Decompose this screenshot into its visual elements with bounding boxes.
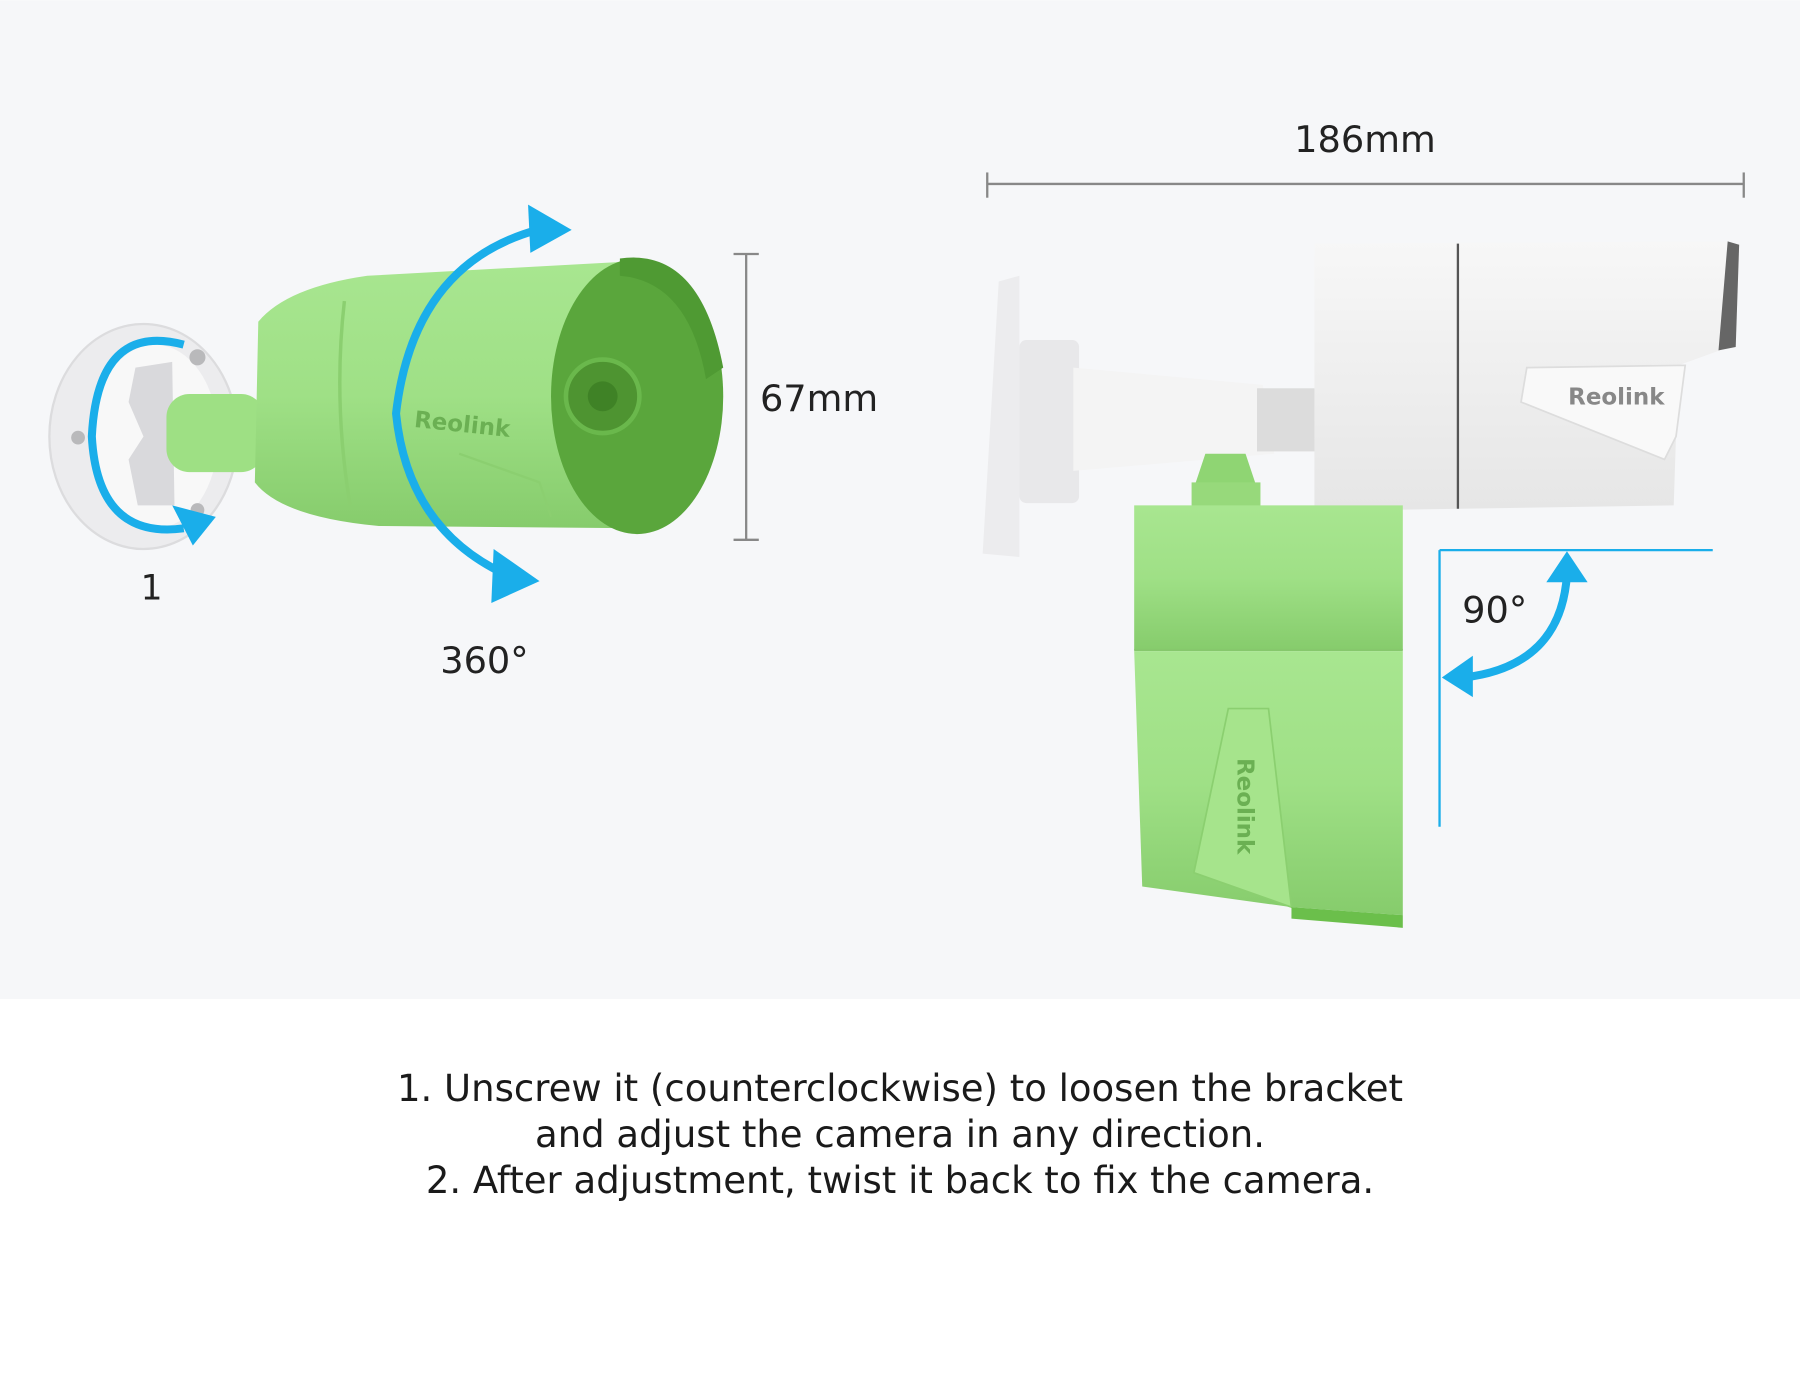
camera-hood-edge — [1718, 241, 1740, 351]
front-view-camera: Reolink 67mm 1 360° — [48, 204, 878, 682]
screw — [71, 430, 85, 445]
screw — [189, 349, 206, 366]
lens-center — [587, 381, 618, 412]
caption-line-3: 2. After adjustment, twist it back to fi… — [425, 1159, 1375, 1202]
length-label: 186mm — [1294, 118, 1436, 161]
brand-logo: Reolink — [1568, 384, 1665, 410]
arrow-head — [491, 548, 540, 603]
body-bottom-edge — [1291, 907, 1403, 928]
brand-logo: Reolink — [1232, 758, 1258, 855]
instructions-caption: 1. Unscrew it (counterclockwise) to loos… — [0, 1066, 1800, 1204]
green-joint — [1193, 453, 1258, 489]
green-arm — [166, 394, 265, 473]
arm-joint — [1257, 388, 1321, 452]
counterclockwise-arrow — [87, 336, 185, 534]
bracket-nut — [128, 361, 175, 506]
arrow-head — [1441, 655, 1473, 698]
arrow-head — [528, 204, 572, 253]
white-arm — [1073, 367, 1275, 471]
step-marker-label: 1 — [141, 568, 163, 608]
caption-line-1: 1. Unscrew it (counterclockwise) to loos… — [396, 1067, 1404, 1110]
arrow-head — [1546, 551, 1588, 583]
body-seam — [338, 300, 352, 506]
side-mount-nut — [1019, 340, 1080, 504]
green-hanging-body-top — [1134, 505, 1403, 651]
height-label: 67mm — [760, 377, 878, 420]
tilt-label: 90° — [1462, 588, 1527, 631]
rotation-arrow — [392, 225, 539, 578]
camera-hood — [619, 257, 724, 380]
side-view-camera: 186mm Reolink Reolink 90° — [982, 118, 1745, 928]
arrow-head — [172, 505, 216, 546]
body-panel-line — [458, 452, 553, 518]
side-mount-disc — [982, 275, 1020, 558]
tilt-arrow — [1463, 573, 1571, 682]
caption-line-2: and adjust the camera in any direction. — [535, 1113, 1265, 1156]
green-camera-body — [254, 261, 643, 529]
body-panel — [1520, 364, 1687, 461]
rotation-label: 360° — [440, 639, 528, 682]
